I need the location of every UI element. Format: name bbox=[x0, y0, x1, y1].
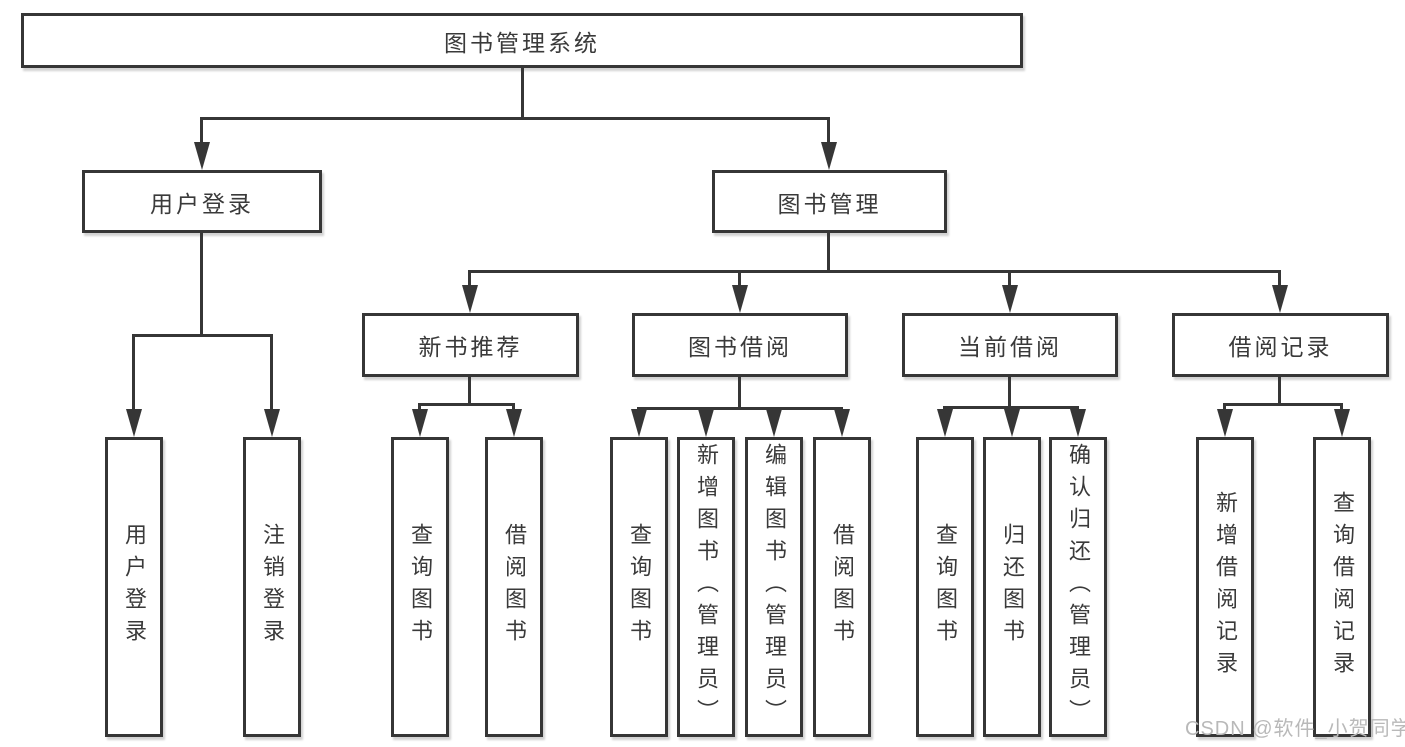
arrow-down-icon bbox=[732, 285, 748, 313]
connector-line bbox=[1278, 270, 1281, 289]
arrow-down-icon bbox=[506, 409, 522, 437]
connector-line bbox=[827, 233, 830, 271]
arrow-down-icon bbox=[821, 142, 837, 170]
arrow-down-icon bbox=[1070, 409, 1086, 437]
connector-line bbox=[1223, 403, 1226, 413]
arrow-down-icon bbox=[1272, 285, 1288, 313]
leaf-query-borrow-record: 查询借阅记录 bbox=[1313, 437, 1371, 737]
leaf-add-books-admin: 新增图书（管理员） bbox=[677, 437, 735, 737]
leaf-add-borrow-record: 新增借阅记录 bbox=[1196, 437, 1254, 737]
arrow-down-icon bbox=[126, 409, 142, 437]
node-new-book-recommend: 新书推荐 bbox=[362, 313, 579, 377]
leaf-query-books-recommend: 查询图书 bbox=[391, 437, 449, 737]
arrow-down-icon bbox=[1004, 409, 1020, 437]
leaf-user-login: 用户登录 bbox=[105, 437, 163, 737]
connector-line bbox=[270, 334, 273, 413]
leaf-return-books: 归还图书 bbox=[983, 437, 1041, 737]
connector-line bbox=[468, 377, 471, 404]
connector-line bbox=[1340, 403, 1343, 413]
connector-line bbox=[418, 403, 421, 413]
leaf-borrow-books-recommend: 借阅图书 bbox=[485, 437, 543, 737]
arrow-down-icon bbox=[462, 285, 478, 313]
connector-line bbox=[1225, 403, 1342, 406]
connector-line bbox=[639, 407, 842, 410]
node-library-system: 图书管理系统 bbox=[21, 13, 1023, 68]
node-current-borrow: 当前借阅 bbox=[902, 313, 1118, 377]
connector-line bbox=[738, 377, 741, 408]
connector-line bbox=[1008, 377, 1011, 407]
watermark: CSDN @软件_小贺同学 bbox=[1185, 718, 1405, 740]
node-book-management: 图书管理 bbox=[712, 170, 947, 233]
arrow-down-icon bbox=[937, 409, 953, 437]
connector-line bbox=[200, 117, 203, 146]
arrow-down-icon bbox=[698, 409, 714, 437]
connector-line bbox=[132, 334, 135, 413]
arrow-down-icon bbox=[834, 409, 850, 437]
arrow-down-icon bbox=[766, 409, 782, 437]
connector-line bbox=[470, 270, 1281, 273]
node-borrow-records: 借阅记录 bbox=[1172, 313, 1389, 377]
connector-line bbox=[420, 403, 515, 406]
connector-line bbox=[201, 117, 829, 120]
connector-line bbox=[738, 270, 741, 289]
leaf-borrow-books: 借阅图书 bbox=[813, 437, 871, 737]
leaf-query-books-borrow: 查询图书 bbox=[610, 437, 668, 737]
connector-line bbox=[512, 403, 515, 413]
leaf-query-books-current: 查询图书 bbox=[916, 437, 974, 737]
arrow-down-icon bbox=[194, 142, 210, 170]
node-user-login: 用户登录 bbox=[82, 170, 322, 233]
arrow-down-icon bbox=[1217, 409, 1233, 437]
arrow-down-icon bbox=[631, 409, 647, 437]
connector-line bbox=[1278, 377, 1281, 404]
arrow-down-icon bbox=[1002, 285, 1018, 313]
leaf-logout: 注销登录 bbox=[243, 437, 301, 737]
connector-line bbox=[521, 68, 524, 118]
leaf-confirm-return-admin: 确认归还（管理员） bbox=[1049, 437, 1107, 737]
connector-line bbox=[827, 117, 830, 146]
connector-line bbox=[200, 233, 203, 335]
leaf-edit-books-admin: 编辑图书（管理员） bbox=[745, 437, 803, 737]
connector-line bbox=[134, 334, 273, 337]
arrow-down-icon bbox=[264, 409, 280, 437]
connector-line bbox=[468, 270, 471, 289]
connector-line bbox=[1008, 270, 1011, 289]
arrow-down-icon bbox=[412, 409, 428, 437]
arrow-down-icon bbox=[1334, 409, 1350, 437]
node-book-borrow: 图书借阅 bbox=[632, 313, 848, 377]
